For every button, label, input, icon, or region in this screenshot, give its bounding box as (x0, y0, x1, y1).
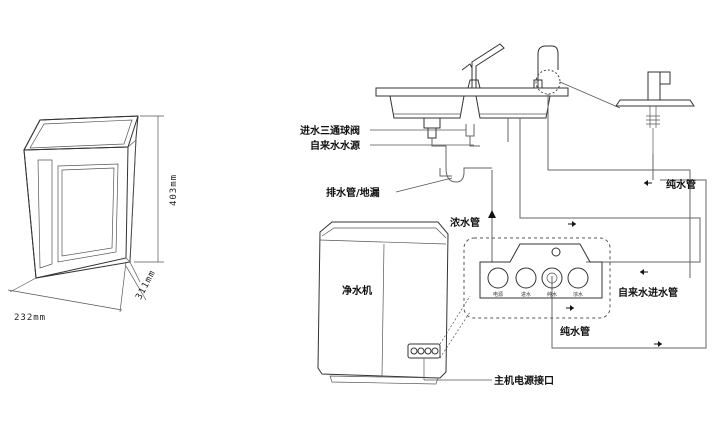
detail-counter (615, 99, 695, 107)
label-tap-water: 自来水水源 (310, 139, 360, 152)
port-label-concentrate: 浓水 (573, 291, 583, 298)
port-pure (541, 267, 563, 289)
drain-strainer (423, 118, 441, 129)
product-side-strip (37, 159, 53, 269)
purifier-lid-seam (319, 239, 447, 245)
port-label-inlet: 进水 (521, 291, 531, 298)
product-window (57, 163, 119, 263)
label-concentrate: 浓水管 (450, 216, 480, 229)
sink-basin-right (475, 95, 551, 119)
drain-trap (439, 168, 452, 177)
pure-water-tube-bottom (551, 179, 707, 349)
tap-valve (469, 136, 480, 147)
port-detail-indicator (551, 247, 561, 257)
port-concentrate (567, 267, 589, 289)
label-inlet-valve: 进水三通球阀 (300, 124, 360, 137)
arrow-bottom-right-head (570, 305, 574, 311)
leader-drain (395, 177, 453, 193)
port-label-power: 电源 (493, 291, 503, 298)
purifier-port-2 (417, 347, 425, 355)
purifier-body (317, 221, 449, 379)
tap-water-supply (465, 124, 475, 137)
product-lid (23, 115, 139, 151)
label-tap-inlet: 自来水进水管 (618, 286, 678, 299)
port-detail-panel (479, 243, 603, 299)
port-inlet (515, 267, 537, 289)
dim-height-text: 403mm (169, 174, 179, 206)
zoom-line-top (439, 295, 471, 345)
detail-circle (535, 69, 561, 95)
detail-thread (646, 115, 660, 125)
product-window-inner (61, 167, 115, 257)
arrow-pure-left-head (644, 180, 648, 186)
sink-basin-left (389, 95, 465, 119)
detail-leader (559, 81, 621, 109)
product-lid-inner (29, 119, 133, 149)
detail-faucet-spout (660, 71, 671, 85)
product-dimension-view: 403mm 311mm 232mm (7, 115, 179, 323)
zoom-line-bottom (439, 311, 471, 359)
port-power (487, 267, 509, 289)
purifier-base (329, 375, 439, 385)
main-faucet (471, 43, 505, 88)
port-label-pure: 纯水 (547, 291, 557, 298)
label-drain: 排水管/地漏 (326, 186, 380, 199)
label-purifier: 净水机 (342, 284, 372, 297)
port-pure-inner (546, 272, 558, 284)
dim-width-line (7, 289, 123, 311)
detail-faucet-body (647, 71, 661, 101)
product-right-side (125, 139, 137, 263)
port-panel-detail: 电源 进水 纯水 浓水 (463, 237, 611, 319)
detail-stem (649, 106, 657, 128)
arrow-concentrate-up (488, 210, 496, 218)
dim-depth-ext-a (129, 261, 141, 283)
purifier-port-3 (424, 347, 432, 355)
pure-faucet (537, 45, 559, 88)
main-faucet-handle (461, 63, 473, 71)
label-pure-water-top: 纯水管 (666, 178, 696, 191)
label-pure-water-bottom: 纯水管 (560, 325, 590, 338)
drain-neck (427, 128, 437, 139)
label-power-port: 主机电源接口 (494, 374, 554, 387)
drain-pipe (431, 138, 492, 183)
pure-faucet-base (533, 79, 543, 89)
dim-width-text: 232mm (14, 313, 46, 323)
purifier-corner-edge (381, 243, 385, 377)
sink (375, 43, 621, 119)
tubing (491, 94, 707, 349)
port-detail-frame (463, 237, 611, 319)
arrow-bottom-right-2-head (658, 341, 662, 347)
purifier-unit: 净水机 (317, 221, 449, 385)
dim-depth-text: 311mm (134, 269, 158, 302)
product-body (23, 115, 139, 279)
dim-depth-line (125, 265, 147, 301)
arrow-right-top-head (572, 221, 576, 227)
purifier-port-1 (410, 347, 418, 355)
dim-width-ext-right (119, 261, 127, 313)
arrow-inlet-left-head (640, 269, 644, 275)
purifier-port-4 (431, 347, 439, 355)
sink-rim (375, 87, 569, 97)
faucet-detail (615, 71, 695, 154)
flow-arrows (488, 180, 662, 347)
pure-water-tube-top (547, 94, 691, 278)
purifier-lid-edge (321, 227, 447, 239)
main-faucet-base (467, 79, 481, 89)
tap-inlet-tube (519, 134, 701, 263)
dim-width-ext-left (9, 277, 37, 293)
sink-plumbing (423, 118, 521, 183)
